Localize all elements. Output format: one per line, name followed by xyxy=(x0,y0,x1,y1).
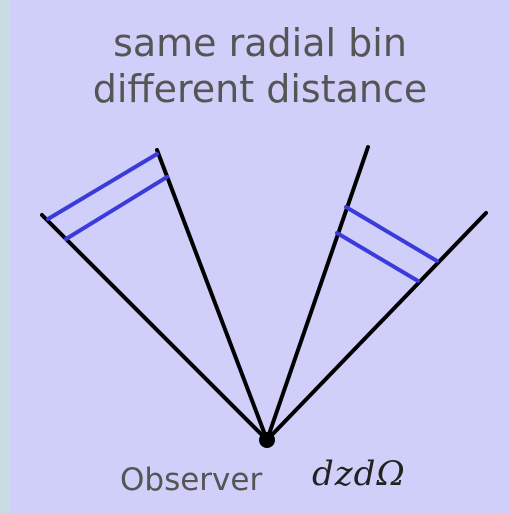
right-cone-outer-edge xyxy=(265,211,488,442)
left-cone-outer-edge xyxy=(40,213,269,442)
right-cone-inner-edge xyxy=(265,145,370,442)
left-bin-far-line xyxy=(46,152,159,221)
title-line-2: different distance xyxy=(92,67,428,111)
right-bin-far-line xyxy=(344,205,439,263)
volume-element-label: dzdΩ xyxy=(312,454,406,494)
observer-label: Observer xyxy=(120,462,263,498)
left-bin-near-line xyxy=(64,175,169,241)
right-bin-near-line xyxy=(335,231,420,283)
title-line-1: same radial bin xyxy=(113,21,407,65)
observer-point xyxy=(259,432,275,448)
left-cone-inner-edge xyxy=(155,148,269,442)
